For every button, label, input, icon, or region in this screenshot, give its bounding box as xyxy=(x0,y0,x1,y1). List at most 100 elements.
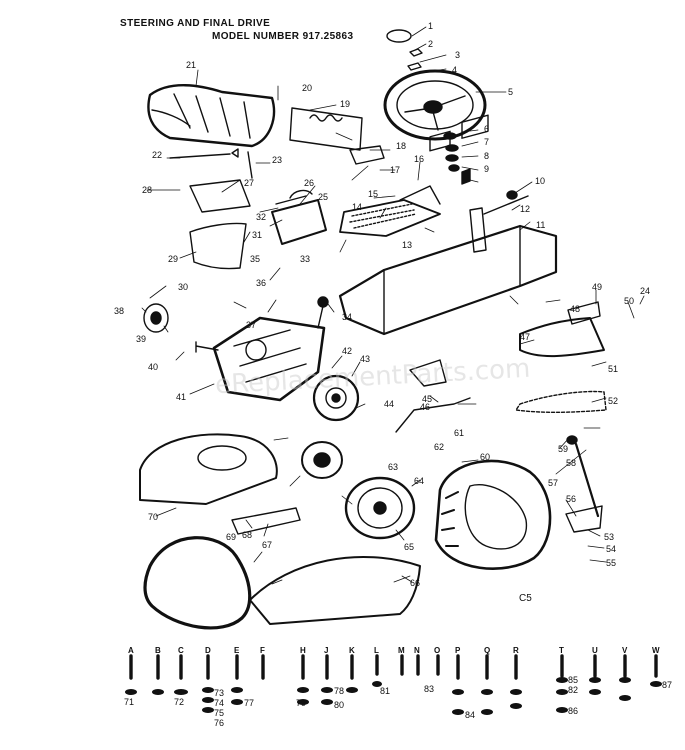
part-number-label: 73 xyxy=(214,688,224,698)
linkage-part xyxy=(409,359,447,387)
steering-column-part xyxy=(469,207,487,253)
bracket-part xyxy=(349,145,385,165)
part-number-label: 39 xyxy=(136,334,146,344)
view-letter: P xyxy=(455,646,461,655)
part-number-label: 26 xyxy=(304,178,314,188)
steering-wheel-part xyxy=(383,69,487,141)
view-letter: F xyxy=(260,646,265,655)
part-number-label: 61 xyxy=(454,428,464,438)
part-number-label: 46 xyxy=(420,402,430,412)
rear-fender-part xyxy=(139,433,278,505)
part-number-label: 2 xyxy=(428,39,433,49)
view-letter: W xyxy=(652,646,660,655)
part-number-label: 1 xyxy=(428,21,433,31)
part-number-label: 57 xyxy=(548,478,558,488)
part-number-label: 14 xyxy=(352,202,362,212)
part-number-label: 70 xyxy=(148,512,158,522)
part-number-label: 76 xyxy=(214,718,224,728)
footrest-part xyxy=(519,317,605,358)
part-number-label: 81 xyxy=(380,686,390,696)
part-number-label: 65 xyxy=(404,542,414,552)
part-number-label: 29 xyxy=(168,254,178,264)
part-number-label: 22 xyxy=(152,150,162,160)
steering-nut-part xyxy=(407,48,423,71)
part-number-label: 12 xyxy=(520,204,530,214)
part-number-label: 56 xyxy=(566,494,576,504)
part-number-label: 74 xyxy=(214,698,224,708)
rear-hub-part xyxy=(301,441,343,479)
part-number-label: 66 xyxy=(410,578,420,588)
part-number-label: 37 xyxy=(246,320,256,330)
part-number-label: 38 xyxy=(114,306,124,316)
part-number-label: 55 xyxy=(606,558,616,568)
frame-part xyxy=(338,114,558,336)
part-number-label: 33 xyxy=(300,254,310,264)
part-number-label: 69 xyxy=(226,532,236,542)
part-number-label: 40 xyxy=(148,362,158,372)
part-number-label: 31 xyxy=(252,230,262,240)
part-number-label: 51 xyxy=(608,364,618,374)
part-number-label: 49 xyxy=(592,282,602,292)
steering-shaft-hardware xyxy=(443,132,471,185)
part-number-label: 19 xyxy=(340,99,350,109)
wheel-rim-part xyxy=(344,476,416,540)
view-letter: V xyxy=(622,646,628,655)
part-number-label: 34 xyxy=(342,312,352,322)
part-number-label: 11 xyxy=(536,220,545,230)
mount-bracket-part xyxy=(231,507,301,535)
fender-guard-part xyxy=(189,222,247,270)
part-number-label: 72 xyxy=(174,697,184,707)
tie-rod-part xyxy=(574,442,600,518)
seat-hinge-part xyxy=(169,148,253,179)
part-labels: 1 2 3 4 5 6 7 8 9 10 11 12 13 14 15 16 1… xyxy=(114,21,672,728)
part-number-label: 3 xyxy=(455,50,460,60)
part-number-label: 52 xyxy=(608,396,618,406)
part-number-label: 77 xyxy=(244,698,254,708)
part-number-label: 43 xyxy=(360,354,370,364)
part-number-label: 80 xyxy=(334,700,344,710)
part-number-label: 6 xyxy=(484,124,489,134)
part-number-label: 42 xyxy=(342,346,352,356)
part-number-label: 36 xyxy=(256,278,266,288)
seat-part xyxy=(147,84,276,148)
view-letter: Q xyxy=(484,646,490,655)
part-number-label: 4 xyxy=(452,65,457,75)
part-number-label: 63 xyxy=(388,462,398,472)
view-letter: A xyxy=(128,646,134,655)
hardware-row xyxy=(125,654,662,715)
footrest-bracket-part xyxy=(567,301,601,325)
part-number-label: 58 xyxy=(566,458,576,468)
view-letter: M xyxy=(398,646,405,655)
tire-part xyxy=(434,459,552,570)
part-number-label: 85 xyxy=(568,675,578,685)
leader-lines xyxy=(141,26,645,585)
part-number-label: 13 xyxy=(402,240,412,250)
part-number-label: 18 xyxy=(396,141,406,151)
part-number-label: 54 xyxy=(606,544,616,554)
bearing-part xyxy=(506,190,518,200)
part-number-label: 64 xyxy=(414,476,424,486)
part-number-label: 83 xyxy=(424,684,434,694)
part-number-label: 41 xyxy=(176,392,186,402)
part-number-label: 87 xyxy=(662,680,672,690)
part-number-label: 9 xyxy=(484,164,489,174)
seat-spring-part xyxy=(289,107,363,151)
part-number-label: 25 xyxy=(318,192,328,202)
part-number-label: 23 xyxy=(272,155,282,165)
view-letter: U xyxy=(592,646,598,655)
view-letter: T xyxy=(559,646,564,655)
part-number-label: 21 xyxy=(186,60,196,70)
spindle-part xyxy=(565,505,603,533)
view-letter: B xyxy=(155,646,161,655)
seat-plate-part xyxy=(189,179,251,213)
part-number-label: 62 xyxy=(434,442,444,452)
part-number-label: 20 xyxy=(302,83,312,93)
part-number-label: 53 xyxy=(604,532,614,542)
part-number-label: 15 xyxy=(368,189,378,199)
part-number-label: 8 xyxy=(484,151,489,161)
part-number-label: 44 xyxy=(384,399,394,409)
part-number-label: 48 xyxy=(570,304,580,314)
part-number-label: 32 xyxy=(256,212,266,222)
view-letter: L xyxy=(374,646,379,655)
